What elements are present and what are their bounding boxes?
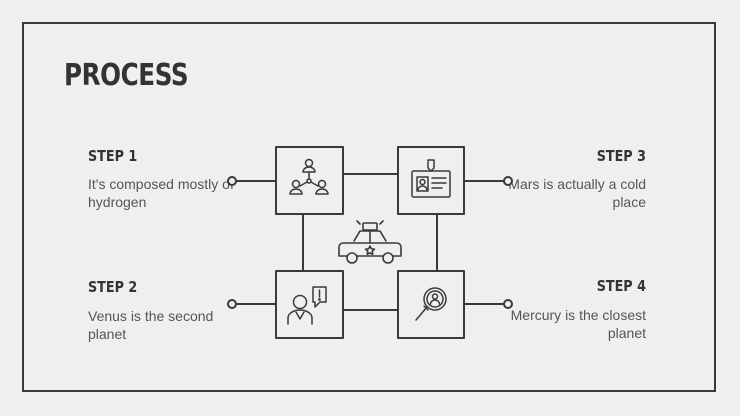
slide-frame (22, 22, 716, 392)
connector-dot-step-3 (503, 176, 513, 186)
magnifier-person-icon (415, 287, 447, 321)
step-3-text: Mars is actually a cold place (508, 176, 646, 210)
connector-dot-step-4 (503, 299, 513, 309)
step-3-box (397, 146, 465, 215)
step-2-box (275, 270, 344, 339)
police-car-icon (338, 220, 402, 264)
connector-dot-step-2 (227, 299, 237, 309)
step-2-text: Venus is the second planet (88, 308, 214, 342)
person-alert-icon (287, 286, 327, 325)
team-network-icon (289, 158, 329, 195)
id-badge-icon (411, 159, 451, 198)
step-4-text: Mercury is the closest planet (510, 307, 646, 341)
page-title: PROCESS (64, 58, 189, 93)
step-4-title: STEP 4 (596, 277, 646, 295)
step-2-title: STEP 2 (88, 278, 138, 296)
step-1-text: It's composed mostly of hydrogen (88, 176, 234, 210)
connector-dot-step-1 (227, 176, 237, 186)
step-1-title: STEP 1 (88, 147, 138, 165)
step-3-title: STEP 3 (596, 147, 646, 165)
step-1-box (275, 146, 344, 215)
